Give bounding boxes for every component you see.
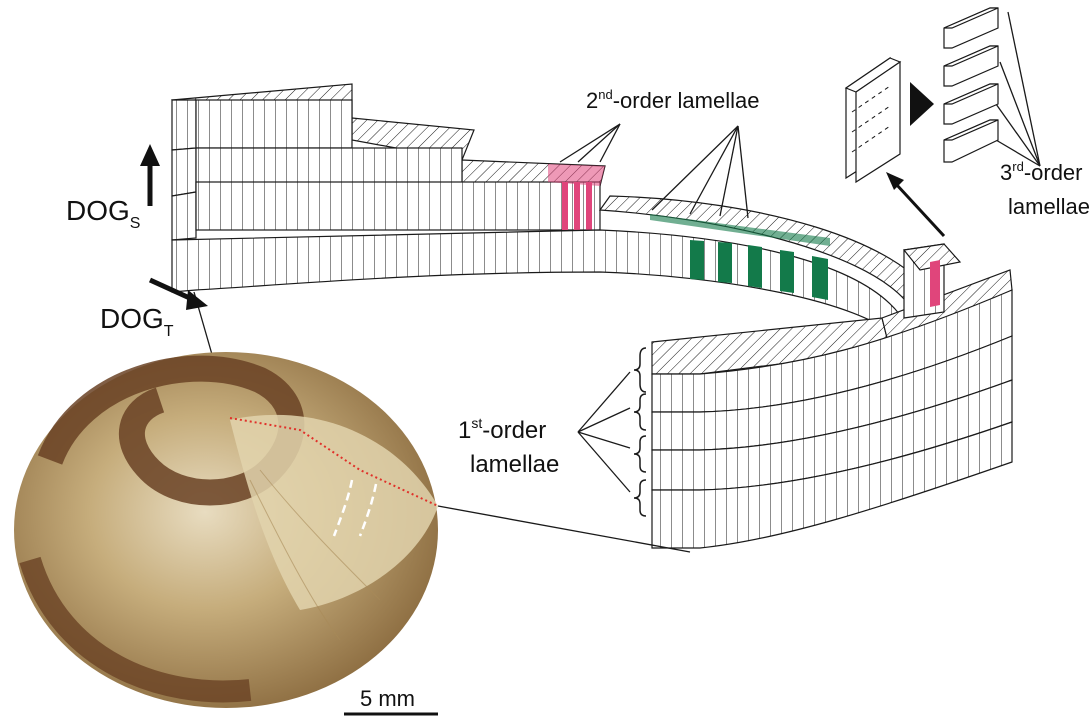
arrow-up-right-icon — [886, 172, 944, 236]
scale-bar-label: 5 mm — [360, 686, 415, 711]
label-third-order-line2: lamellae — [1008, 194, 1090, 219]
layered-block — [172, 84, 605, 240]
label-first-order-line2: lamellae — [470, 451, 559, 478]
label-first-order: 1st-order — [458, 415, 546, 444]
third-order-detail — [846, 8, 998, 182]
label-dog-s: DOGS — [66, 195, 140, 232]
label-dog-t: DOGT — [100, 303, 174, 340]
curly-brace-icon — [634, 348, 646, 516]
label-third-order: 3rd-order — [1000, 159, 1083, 185]
snail-shell-photo — [14, 352, 438, 708]
label-second-order: 2nd-order lamellae — [586, 87, 759, 113]
arrow-up-icon — [140, 144, 160, 206]
triangle-right-icon — [910, 82, 934, 126]
